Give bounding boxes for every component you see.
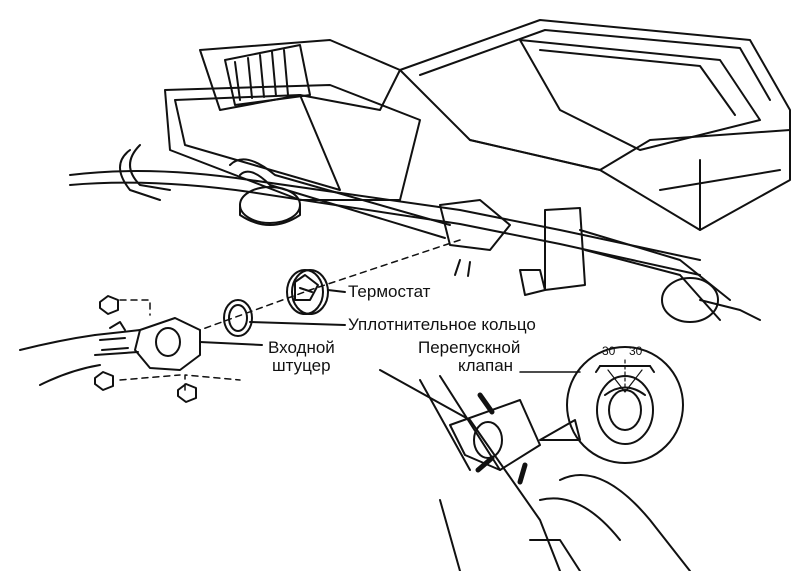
seal-ring-label: Уплотнительное кольцо bbox=[348, 315, 536, 334]
bypass-valve-label-line1: Перепускной bbox=[418, 338, 521, 357]
bypass-inset-drawing bbox=[379, 369, 691, 571]
intake-duct-drawing bbox=[164, 39, 421, 201]
inlet-fitting-label-line1: Входной bbox=[268, 338, 335, 357]
angle-mark-left: 30 bbox=[602, 344, 616, 358]
inlet-fitting-drawing bbox=[19, 317, 263, 386]
coolant-hoses-drawing bbox=[69, 144, 761, 323]
seal-ring-drawing bbox=[223, 299, 346, 337]
bypass-valve-label-line2: клапан bbox=[458, 356, 514, 375]
engine-cover-drawing bbox=[399, 19, 791, 231]
thermostat-drawing bbox=[286, 269, 346, 315]
magnified-circle-drawing bbox=[566, 346, 684, 464]
inlet-fitting-label-line2: штуцер bbox=[272, 356, 331, 375]
angle-mark-right: 30 bbox=[629, 344, 643, 358]
thermostat-label: Термостат bbox=[348, 282, 431, 301]
nuts-drawing bbox=[94, 295, 197, 403]
